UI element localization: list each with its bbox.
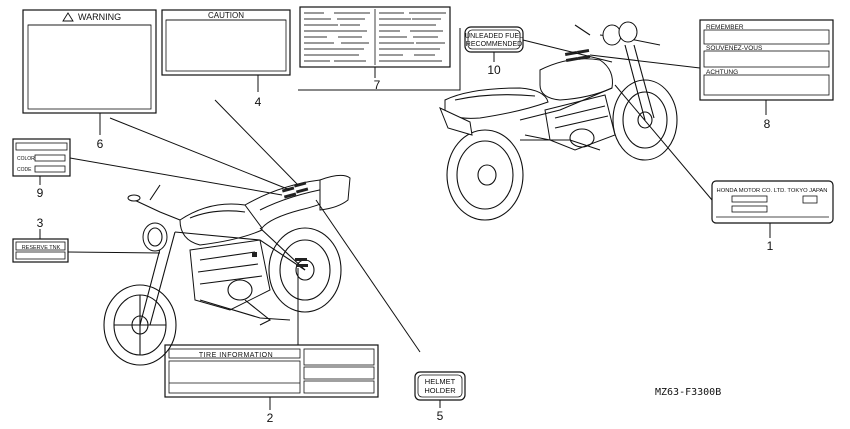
callout-numbers: 6 4 7 9 3 2 5 10 8 1 <box>37 63 774 425</box>
fuel-text-1: UNLEADED FUEL <box>465 33 523 40</box>
tire-text: TIRE INFORMATION <box>199 352 273 359</box>
reserve-text: RESERVE TNK <box>22 245 61 251</box>
helmet-holder-label: HELMET HOLDER <box>414 371 466 401</box>
motorcycle-right <box>439 21 678 221</box>
tire-information-label: TIRE INFORMATION <box>164 344 379 398</box>
souvenez-text: SOUVENEZ-VOUS <box>706 45 763 52</box>
callout-6: 6 <box>97 137 104 151</box>
callout-1: 1 <box>767 239 774 253</box>
caution-label: CAUTION <box>161 9 291 76</box>
callout-4: 4 <box>255 95 262 109</box>
manufacturer-label: HONDA MOTOR CO. LTD. TOKYO JAPAN <box>711 180 834 224</box>
callout-5: 5 <box>437 409 444 423</box>
code-text: CODE <box>17 167 32 173</box>
reserve-tank-label: RESERVE TNK <box>12 238 69 263</box>
color-text: COLOR <box>17 156 35 162</box>
helmet-text-2: HOLDER <box>424 386 456 395</box>
helmet-text-1: HELMET <box>425 377 456 386</box>
callout-8: 8 <box>764 117 771 131</box>
unleaded-fuel-label: UNLEADED FUEL RECOMMENDED <box>464 26 524 53</box>
diagram-code: MZ63-F3300B <box>655 387 721 398</box>
color-code-label: COLOR CODE <box>12 138 71 177</box>
info-label-7 <box>299 6 451 68</box>
honda-text: HONDA MOTOR CO. LTD. TOKYO JAPAN <box>717 188 828 194</box>
callout-3: 3 <box>37 216 44 230</box>
callout-9: 9 <box>37 186 44 200</box>
callout-10: 10 <box>487 63 501 77</box>
callout-7: 7 <box>374 78 381 92</box>
achtung-text: ACHTUNG <box>706 69 738 76</box>
warning-triangle-icon <box>62 12 74 22</box>
remember-text: REMEMBER <box>706 24 744 31</box>
remember-label: REMEMBER SOUVENEZ-VOUS ACHTUNG <box>699 19 834 101</box>
leader-lines <box>39 39 771 410</box>
caution-text: CAUTION <box>208 11 244 20</box>
warning-text: WARNING <box>78 12 121 22</box>
fuel-text-2: RECOMMENDED <box>466 41 522 48</box>
callout-2: 2 <box>267 411 274 425</box>
motorcycle-left <box>103 174 351 366</box>
warning-label: WARNING <box>22 9 157 114</box>
